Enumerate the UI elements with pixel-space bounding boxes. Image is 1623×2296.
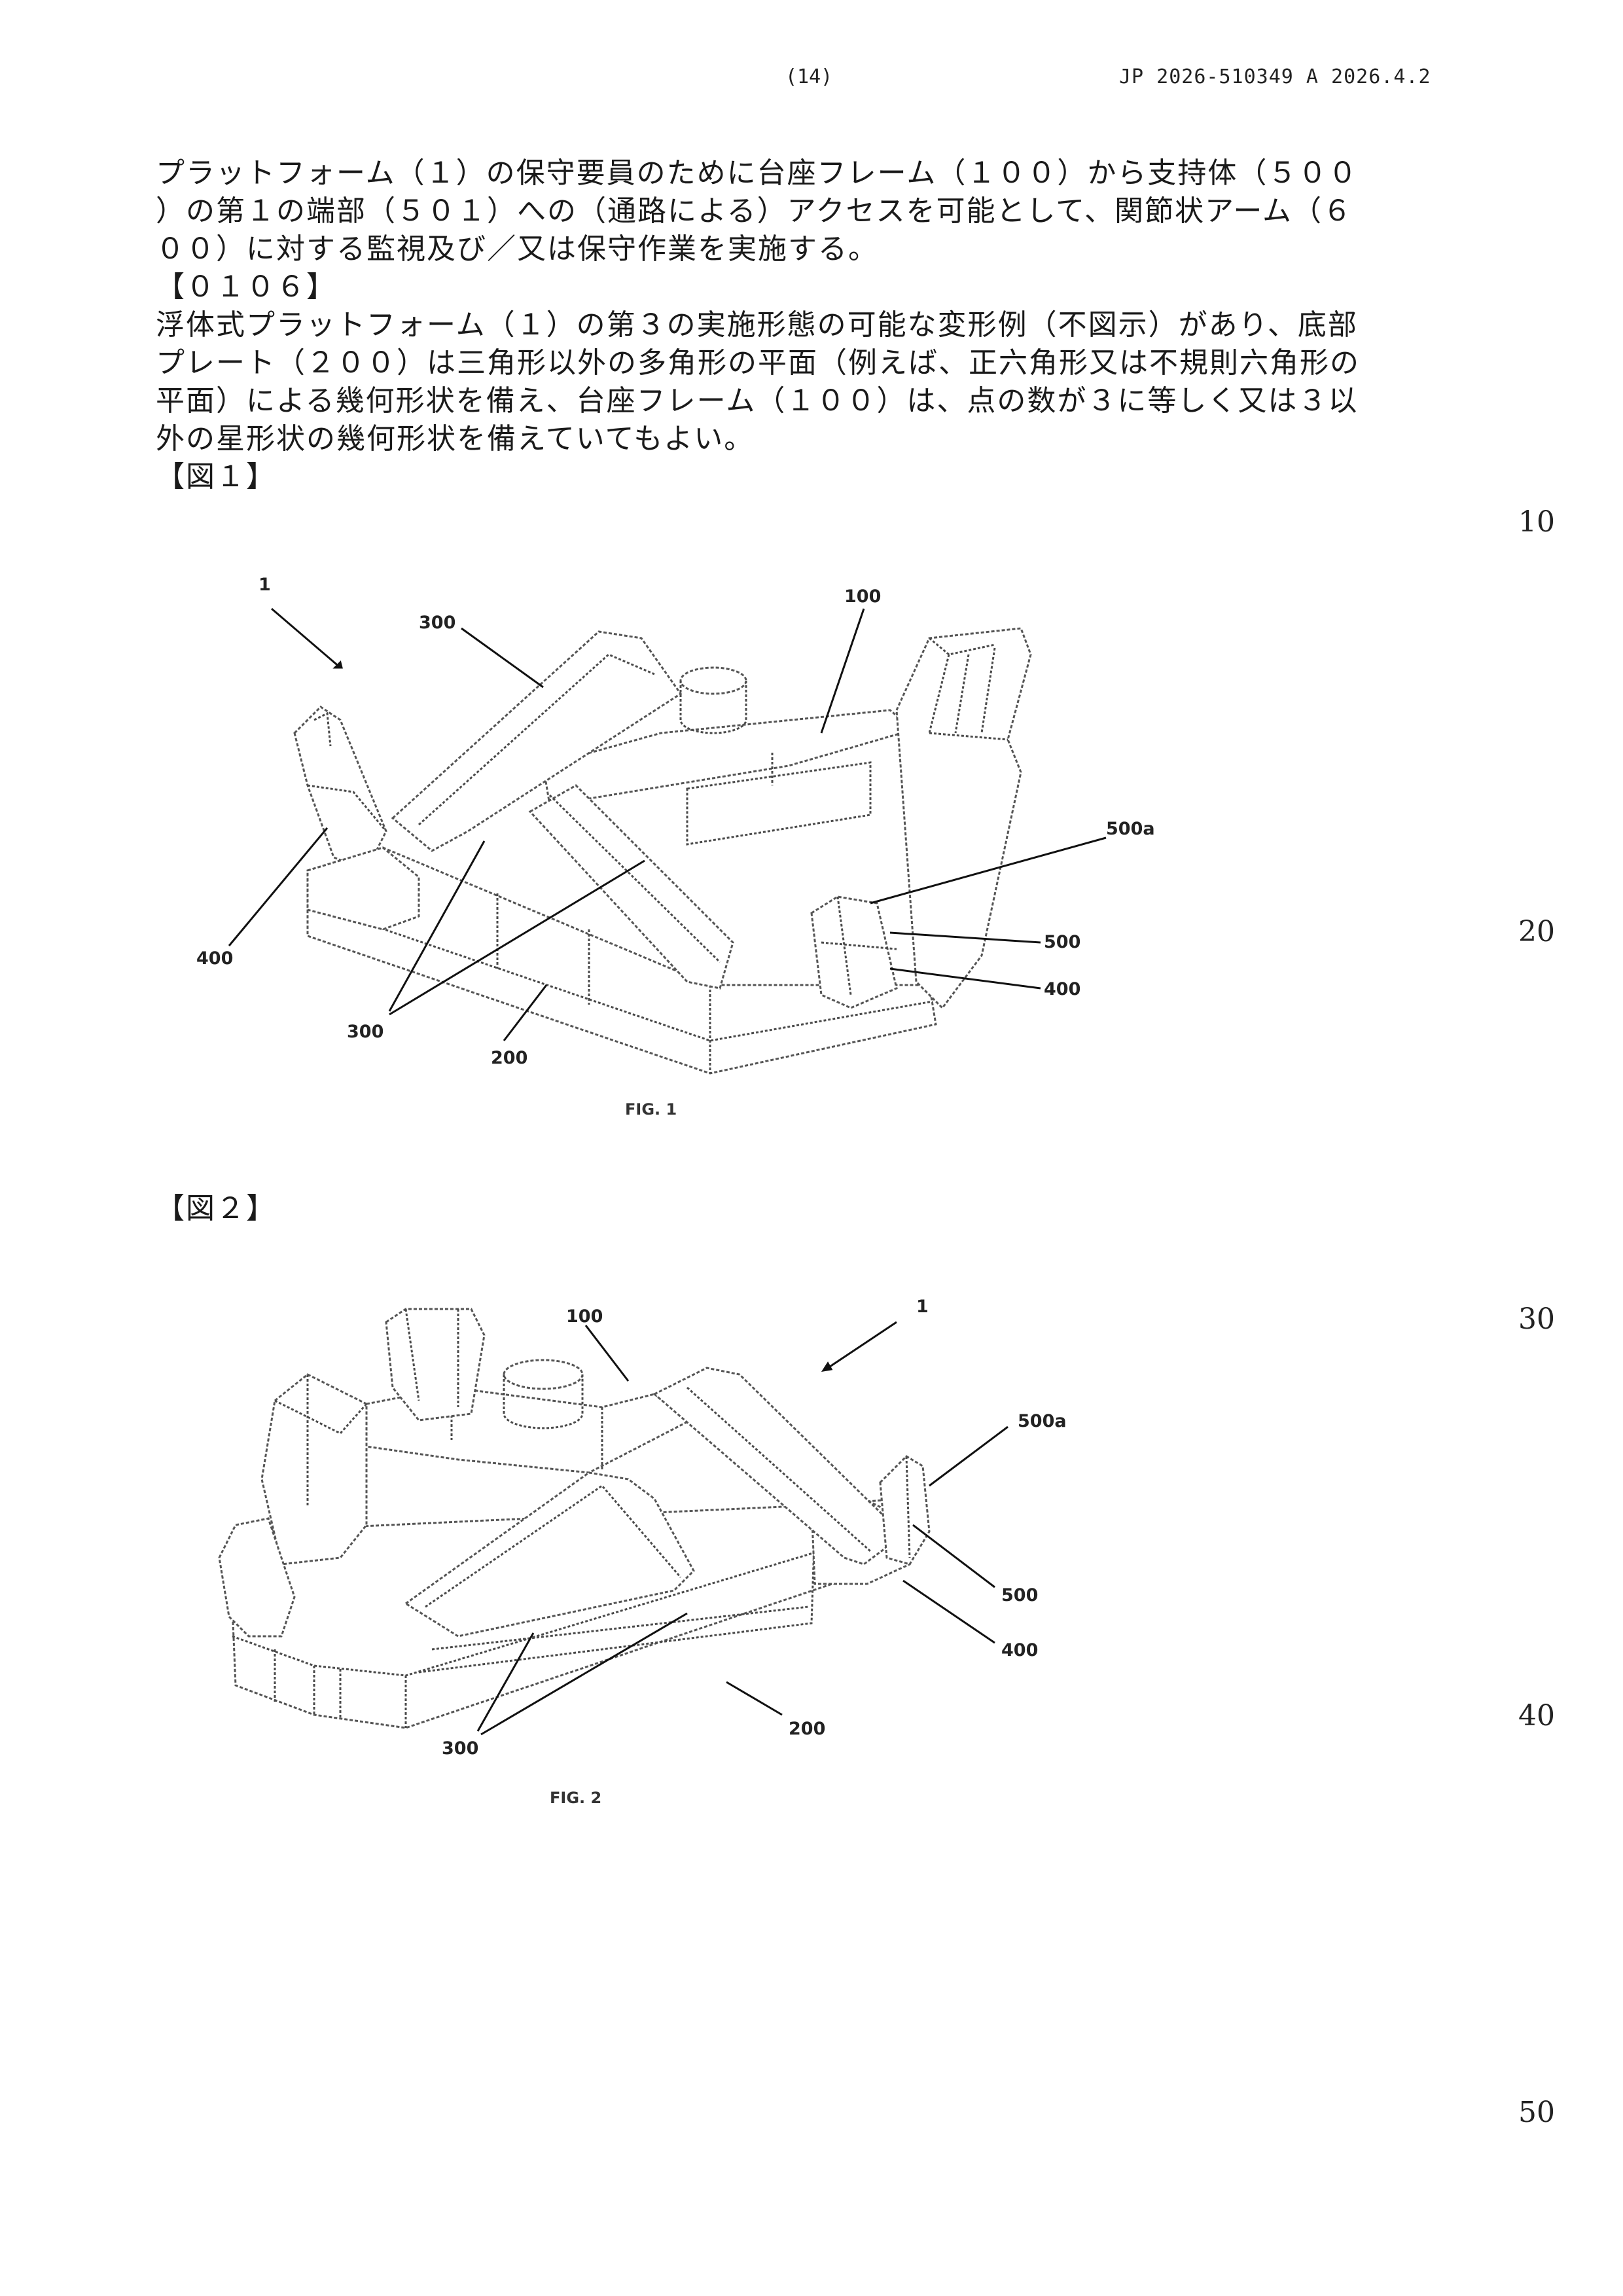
label-1: 1 [916,1297,929,1317]
label-300: 300 [442,1738,478,1759]
label-300-bottom: 300 [347,1022,383,1042]
label-1: 1 [259,575,271,595]
label-400-right: 400 [1044,979,1080,999]
label-500: 500 [1044,932,1080,952]
label-300-top: 300 [419,613,455,633]
label-400: 400 [1001,1640,1038,1660]
leader-200 [726,1682,782,1715]
label-400-left: 400 [196,948,233,969]
label-500a: 500a [1106,819,1155,839]
label-200: 200 [789,1719,825,1739]
leader-1 [828,1322,897,1368]
leader-400 [903,1581,995,1643]
leader-1 [272,609,340,668]
figure-1-caption: FIG. 1 [625,1100,677,1119]
figure-2-structure [219,1309,929,1728]
label-200: 200 [491,1048,527,1068]
label-500a: 500a [1018,1411,1067,1431]
leader-500a [929,1427,1008,1486]
label-100: 100 [844,586,881,607]
leader-100 [586,1325,628,1381]
leader-500 [913,1525,995,1587]
figure-2-caption: FIG. 2 [550,1789,601,1807]
label-500: 500 [1001,1585,1038,1605]
figure-1-structure [294,628,1031,1073]
leader-300-upper [461,628,543,687]
label-100: 100 [566,1306,603,1327]
